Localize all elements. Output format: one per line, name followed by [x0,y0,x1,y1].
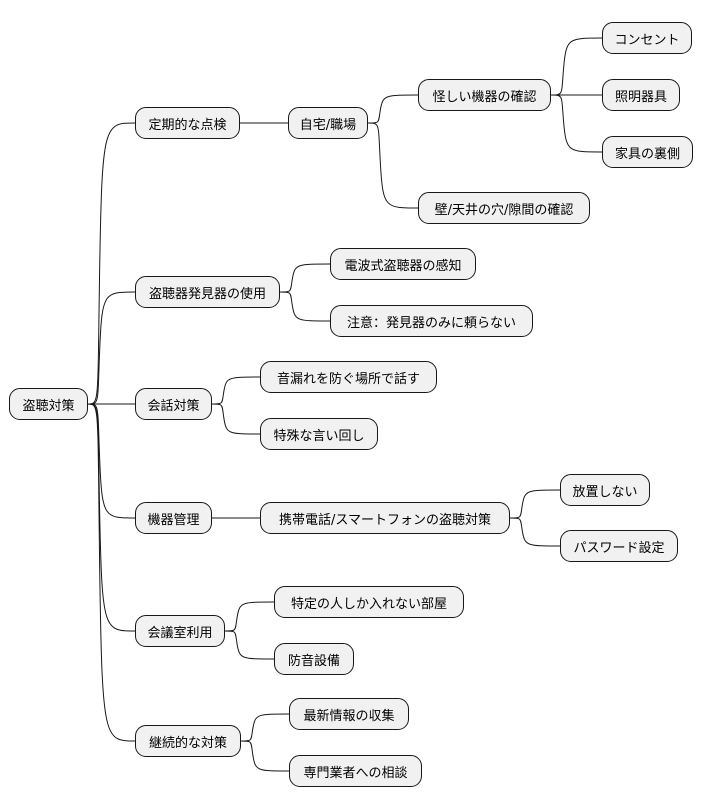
node-home-office: 自宅/職場 [288,107,368,139]
node-behind-furniture: 家具の裏側 [602,136,693,168]
node-phone-measures: 携帯電話/スマートフォンの盗聴対策 [260,502,510,534]
node-do-not-leave: 放置しない [560,474,650,506]
connector-node-detector-use-to-node-detector-caution [279,291,331,322]
connector-node-detector-use-to-node-radio-detection [279,263,331,293]
connector-node-meeting-room-to-node-restricted-room [224,601,275,632]
node-suspicious-devices: 怪しい機器の確認 [418,79,551,111]
node-password-setting: パスワード設定 [560,530,678,562]
node-regular-inspection: 定期的な点検 [135,107,240,139]
node-outlet: コンセント [602,22,692,54]
connector-node-conversation-measures-to-node-soundproof-place [211,376,261,405]
connector-node-phone-measures-to-node-do-not-leave [509,489,561,519]
connector-node-suspicious-devices-to-node-behind-furniture [550,94,603,153]
connector-node-suspicious-devices-to-node-outlet [550,37,603,96]
node-root: 盗聴対策 [9,388,88,420]
connector-node-root-to-node-detector-use [87,291,136,405]
node-wall-ceiling-check: 壁/天井の穴/隙間の確認 [418,192,590,224]
node-special-phrasing: 特殊な言い回し [260,418,378,450]
connector-node-home-office-to-node-wall-ceiling-check [367,122,419,209]
connector-node-continuous-measures-to-node-consult-experts [240,740,290,772]
node-restricted-room: 特定の人しか入れない部屋 [274,586,464,618]
connector-node-root-to-node-device-management [87,403,136,519]
connector-node-root-to-node-meeting-room [87,403,136,632]
node-latest-info: 最新情報の収集 [289,698,409,730]
connector-node-phone-measures-to-node-password-setting [509,517,561,547]
node-radio-detection: 電波式盗聴器の感知 [330,248,476,280]
node-conversation-measures: 会話対策 [135,388,212,420]
node-soundproof-place: 音漏れを防ぐ場所で話す [260,361,437,393]
connector-node-meeting-room-to-node-soundproof-equipment [224,630,275,660]
node-soundproof-equipment: 防音設備 [274,643,354,675]
connector-node-continuous-measures-to-node-latest-info [240,713,290,742]
node-consult-experts: 専門業者への相談 [289,755,422,787]
connector-node-conversation-measures-to-node-special-phrasing [211,403,261,435]
node-detector-caution: 注意：発見器のみに頼らない [330,305,533,337]
node-meeting-room: 会議室利用 [135,615,225,647]
node-detector-use: 盗聴器発見器の使用 [135,276,280,308]
connector-node-home-office-to-node-suspicious-devices [367,94,419,124]
connector-node-root-to-node-continuous-measures [87,403,136,742]
node-lighting: 照明器具 [602,79,680,111]
node-device-management: 機器管理 [135,502,212,534]
connector-node-root-to-node-regular-inspection [87,122,136,405]
node-continuous-measures: 継続的な対策 [135,725,241,757]
